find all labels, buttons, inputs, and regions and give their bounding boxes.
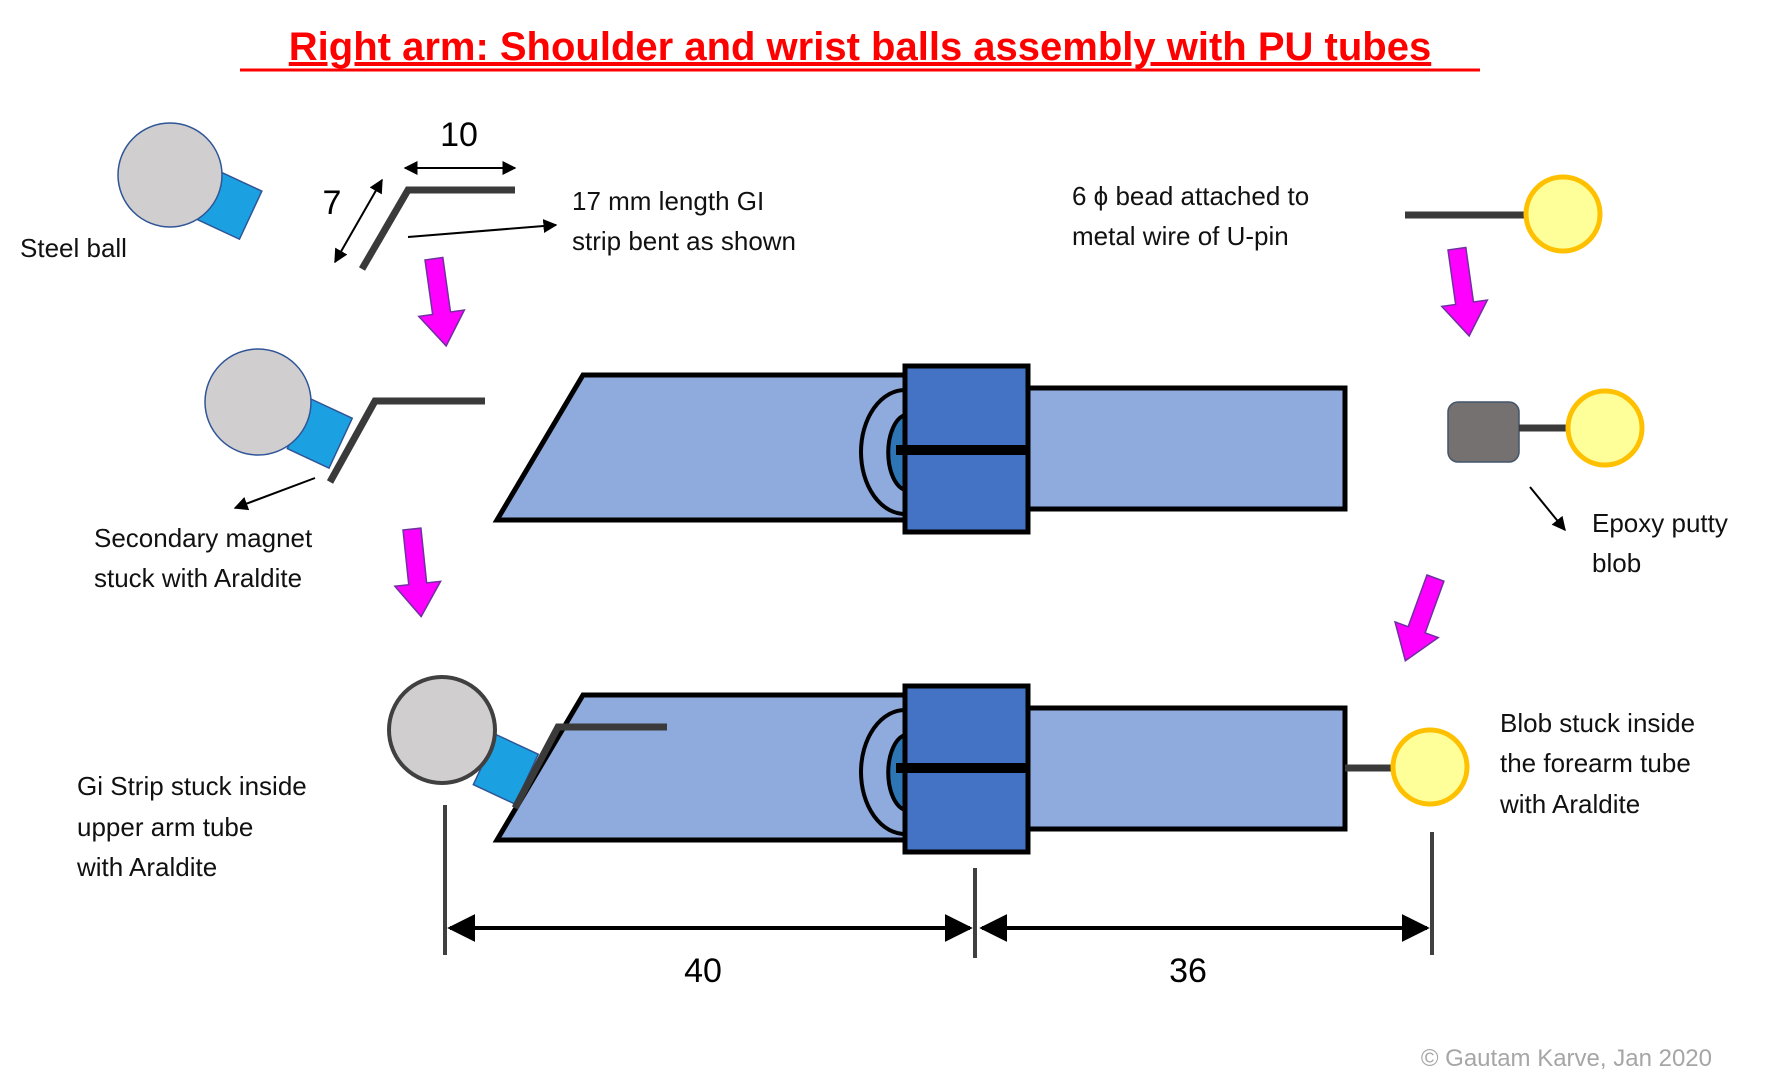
tube-assembly-middle	[492, 363, 1348, 535]
strip-label-line2: strip bent as shown	[572, 226, 796, 256]
page-title: Right arm: Shoulder and wrist balls asse…	[289, 25, 1431, 69]
strip-height-dimension	[334, 178, 383, 264]
forearm-tube	[1025, 385, 1348, 512]
epoxy-label-line2: blob	[1592, 548, 1641, 578]
bead-with-putty	[1565, 388, 1645, 468]
wrist-bead-final	[1390, 727, 1470, 807]
gi-strip-assembled	[326, 397, 485, 484]
putty-pointer	[1529, 486, 1566, 532]
gistrip-label-line1: Gi Strip stuck inside	[77, 771, 307, 801]
strip-height-value: 7	[323, 184, 342, 222]
upper-arm-tube	[492, 372, 908, 523]
magnet-label-line1: Secondary magnet	[94, 523, 313, 553]
ball-magnet-strip-assembly	[204, 348, 485, 484]
steel-ball-label: Steel ball	[20, 233, 127, 263]
strip-label-line1: 17 mm length GI	[572, 186, 764, 216]
shoulder-ball-final	[387, 675, 497, 785]
gistrip-label-line3: with Araldite	[76, 852, 217, 882]
steel-ball-assembled	[204, 348, 312, 456]
epoxy-putty-blob	[1447, 401, 1520, 463]
forearm-length: 36	[1169, 952, 1207, 990]
magnet-label-line2: stuck with Araldite	[94, 563, 302, 593]
upper-arm-tube-final	[492, 692, 908, 843]
magnet-pointer	[233, 477, 316, 511]
bead	[1523, 174, 1603, 254]
blob-label-line1: Blob stuck inside	[1500, 708, 1695, 738]
blob-label-line2: the forearm tube	[1500, 748, 1691, 778]
flow-arrow-3	[1440, 246, 1489, 338]
copyright: © Gautam Karve, Jan 2020	[1421, 1045, 1712, 1072]
tube-assembly-bottom	[387, 675, 1470, 855]
flow-arrow-2	[393, 527, 442, 618]
forearm-tube-final	[1025, 705, 1348, 832]
bead-label-line2: metal wire of U-pin	[1072, 221, 1289, 251]
steel-ball-with-magnet	[117, 122, 263, 241]
gi-strip-final	[511, 723, 667, 810]
steel-ball	[117, 122, 223, 228]
flow-arrow-1	[417, 256, 466, 348]
strip-pointer	[407, 219, 558, 238]
strip-width-value: 10	[440, 116, 478, 154]
bead-label-line1: 6 ϕ bead attached to	[1072, 181, 1309, 211]
upper-arm-length: 40	[684, 952, 722, 990]
blob-label-line3: with Araldite	[1499, 789, 1640, 819]
epoxy-label-line1: Epoxy putty	[1592, 508, 1728, 538]
flow-arrow-4	[1393, 574, 1445, 663]
gistrip-label-line2: upper arm tube	[77, 812, 253, 842]
